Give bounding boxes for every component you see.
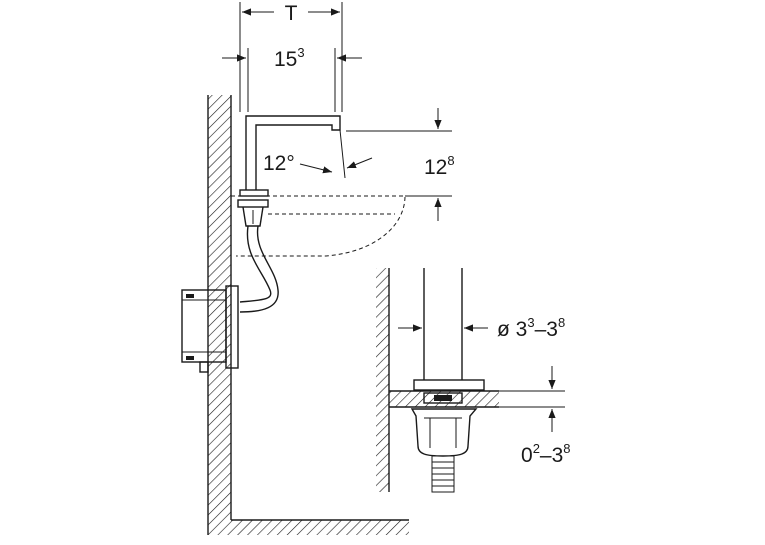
floor-section (231, 519, 409, 535)
detail-faucet-shaft (413, 268, 485, 404)
detail-hose (431, 455, 455, 493)
detail-wall (376, 268, 390, 492)
dimension-angle (299, 157, 373, 174)
dimension-spout-reach (222, 48, 362, 112)
spout-reach-label: 153 (274, 45, 305, 71)
dimension-plate-thickness (499, 366, 565, 432)
wash-basin-outline (231, 195, 406, 257)
detail-nut (410, 408, 478, 457)
dimension-spout-height (346, 108, 452, 221)
wall-section (207, 95, 232, 535)
plate-thickness-label: 02–38 (521, 441, 571, 467)
depth-label: T (285, 2, 298, 25)
faucet-connector (237, 199, 269, 227)
hole-diameter-label: ø 33–38 (497, 315, 565, 341)
angle-label: 12° (263, 152, 295, 175)
flexible-hose (239, 225, 279, 313)
wall-box (181, 285, 239, 373)
spout-height-label: 128 (424, 153, 455, 179)
